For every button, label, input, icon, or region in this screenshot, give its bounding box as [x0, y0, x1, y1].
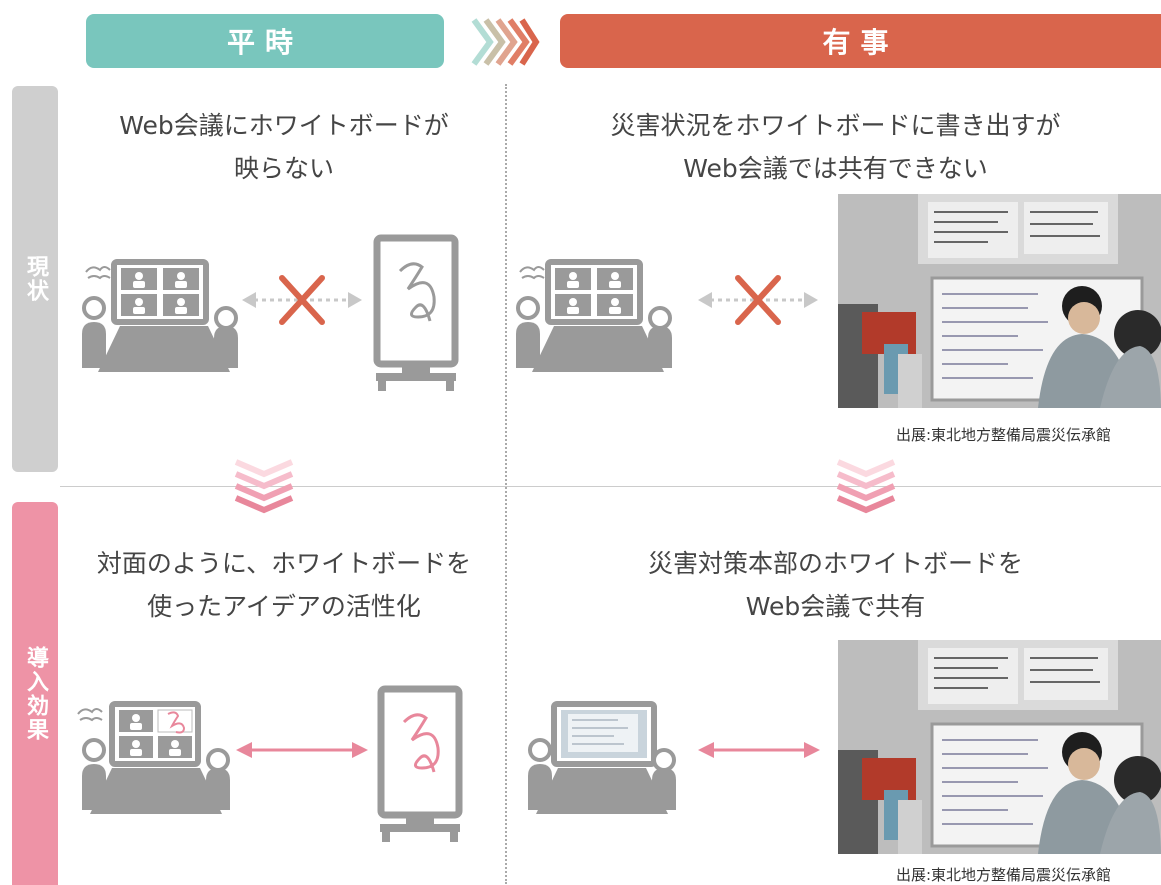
whiteboard-icon — [377, 685, 463, 842]
vertical-divider — [505, 84, 507, 884]
cross-icon — [242, 275, 362, 325]
whiteboard-icon — [373, 234, 459, 391]
caption-current-emergency: 災害状況をホワイトボードに書き出すが Web会議では共有できない — [510, 104, 1161, 190]
photo-source: 出展:東北地方整備局震災伝承館 — [896, 866, 1112, 884]
caption-effect-normal: 対面のように、ホワイトボードを 使ったアイデアの活性化 — [68, 542, 500, 628]
row-label-current-text: 現状 — [23, 255, 48, 303]
caption-line: 使ったアイデアの活性化 — [147, 592, 421, 621]
double-arrow-icon — [236, 742, 368, 758]
video-conference-icon — [82, 259, 238, 372]
caption-line: 対面のように、ホワイトボードを — [96, 549, 472, 578]
chevron-down-icon — [836, 459, 896, 514]
header-normal-label: 平時 — [226, 26, 303, 59]
chevron-down-icon — [234, 459, 294, 514]
row-label-effect-text: 導入効果 — [23, 645, 48, 742]
row-label-current: 現状 — [12, 86, 58, 472]
horizontal-divider — [60, 486, 1161, 487]
header-emergency: 有事 — [560, 14, 1161, 68]
photo-source: 出展:東北地方整備局震災伝承館 — [896, 426, 1112, 444]
video-conference-icon — [516, 259, 672, 372]
header-emergency-label: 有事 — [822, 26, 899, 59]
video-conference-icon — [528, 701, 676, 814]
caption-line: Web会議では共有できない — [683, 154, 988, 183]
row-label-effect: 導入効果 — [12, 502, 58, 885]
double-arrow-icon — [698, 742, 820, 758]
video-conference-icon — [77, 701, 230, 814]
disaster-hq-photo — [838, 194, 1161, 408]
disaster-hq-photo — [838, 640, 1161, 854]
caption-line: Web会議で共有 — [745, 592, 926, 621]
transition-arrow-icon — [471, 18, 540, 66]
caption-effect-emergency: 災害対策本部のホワイトボードを Web会議で共有 — [510, 542, 1161, 628]
cross-icon — [698, 275, 818, 325]
caption-line: 災害対策本部のホワイトボードを — [647, 549, 1023, 578]
caption-line: 映らない — [233, 154, 334, 183]
caption-line: Web会議にホワイトボードが — [119, 111, 449, 140]
header-normal: 平時 — [86, 14, 444, 68]
caption-current-normal: Web会議にホワイトボードが 映らない — [68, 104, 500, 190]
caption-line: 災害状況をホワイトボードに書き出すが — [610, 111, 1061, 140]
